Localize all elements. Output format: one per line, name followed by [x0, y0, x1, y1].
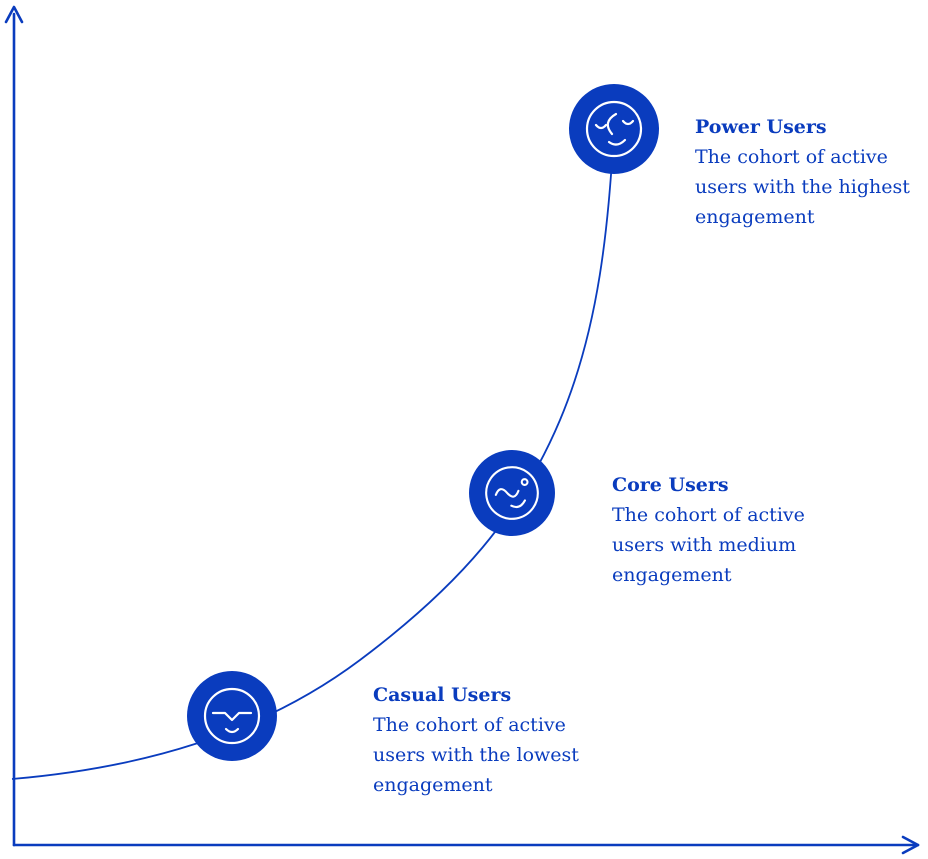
- face-mouth: [607, 138, 627, 146]
- face-outline: [203, 687, 261, 745]
- face-outline: [585, 100, 643, 158]
- face-mouth: [224, 727, 240, 734]
- face-mouth: [510, 499, 527, 509]
- x-axis-arrowhead-icon: [901, 835, 920, 855]
- icon-background: [469, 450, 555, 536]
- face-outline: [485, 466, 539, 520]
- stage-title: Power Users: [695, 116, 827, 138]
- stage-title: Casual Users: [373, 684, 512, 706]
- y-axis-arrowhead-icon: [4, 5, 24, 24]
- label-core-users: Core Users The cohort of active users wi…: [612, 470, 822, 590]
- node-core-users: [469, 450, 555, 536]
- label-power-users: Power Users The cohort of active users w…: [695, 112, 917, 232]
- face-right-eye: [621, 119, 635, 126]
- stage-description: The cohort of active users with the high…: [695, 146, 910, 228]
- casual-user-face-icon: [187, 671, 277, 761]
- face-eyes: [494, 488, 520, 498]
- growth-curve: [11, 131, 615, 780]
- label-casual-users: Casual Users The cohort of active users …: [373, 680, 588, 800]
- node-casual-users: [187, 671, 277, 761]
- stage-description: The cohort of active users with the lowe…: [373, 714, 579, 796]
- stage-description: The cohort of active users with medium e…: [612, 504, 805, 586]
- face-nose: [606, 112, 618, 136]
- power-user-face-icon: [569, 84, 659, 174]
- face-left-eye: [594, 123, 608, 130]
- face-eye-dot: [520, 478, 529, 486]
- icon-background: [187, 671, 277, 761]
- core-user-face-icon: [469, 450, 555, 536]
- stage-title: Core Users: [612, 474, 729, 496]
- face-eyes: [211, 711, 253, 722]
- icon-background: [569, 84, 659, 174]
- node-power-users: [569, 84, 659, 174]
